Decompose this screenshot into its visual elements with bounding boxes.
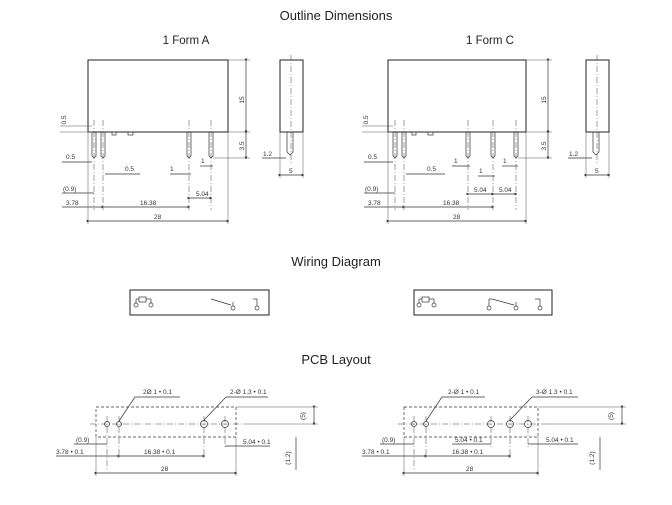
wiring-title: Wiring Diagram [291,254,381,269]
pcb-a-dim-3-78: 3.78 • 0.1 [56,449,84,456]
pcb-c-dim-3-78: 3.78 • 0.1 [362,449,390,456]
pcb-form-a: 2Ø 1 • 0.1 2-Ø 1.3 • 0.1 (0.9) 3.78 • 0.… [56,389,318,476]
form-c-dim-15: 15 [541,96,548,104]
form-c-dim-3-78: 3.78 [368,200,381,207]
form-c-label: 1 Form C [466,35,514,47]
pcb-a-dim-0-9: (0.9) [76,437,89,444]
pcb-a-dim-1-2: (1.2) [285,451,292,464]
form-c-dim-3-5: 3.5 [541,141,548,150]
form-a-front-view: 15 3.5 0.5 0.5 0.5 1 1 5.04 (0.9) 3.78 1… [60,58,250,224]
pcb-title: PCB Layout [301,352,371,367]
pcb-c-dim-16-38: 16.38 • 0.1 [452,449,484,456]
pcb-c-dim-5-04b: 5.04 • 0.1 [546,437,574,444]
pcb-a-hole-1: 2Ø 1 • 0.1 [143,389,172,396]
form-c-dim-16-38: 16.38 [443,200,460,207]
form-a-dim-3-78: 3.78 [66,200,79,207]
form-c-dim-1a: 1 [454,158,458,165]
form-a-side-dim-5: 5 [289,168,293,175]
wiring-form-c [413,289,553,316]
form-a-dim-1b: 1 [201,158,205,165]
form-c-dim-1c: 1 [503,158,507,165]
pcb-a-dim-28: 28 [161,466,169,473]
form-c-dim-1b: 1 [479,168,483,175]
pcb-form-c: 2-Ø 1 • 0.1 3-Ø 1.3 • 0.1 (0.9) 5.04 • 0… [362,389,626,476]
form-c-dim-0-5-left: 0.5 [368,154,377,161]
form-c-dim-0-5-mid: 0.5 [427,166,436,173]
form-a-dim-16-38: 16.38 [140,200,157,207]
pcb-c-hole-1: 2-Ø 1 • 0.1 [448,389,480,396]
form-c-dim-28: 28 [453,214,461,221]
form-a-dim-1a: 1 [170,166,174,173]
form-c-side-dim-5: 5 [595,168,599,175]
outline-title: Outline Dimensions [280,8,393,23]
pcb-c-dim-28: 28 [466,466,474,473]
form-a-dim-0-5-mid: 0.5 [125,166,134,173]
form-c-dim-5-04a: 5.04 [474,187,487,194]
form-a-dim-0-5-vert: 0.5 [61,115,68,124]
form-a-dim-0-5-left: 0.5 [66,154,75,161]
pcb-a-dim-5-04: 5.04 • 0.1 [243,439,271,446]
form-a-dim-5-04: 5.04 [196,191,209,198]
form-a-dim-15: 15 [239,96,246,104]
pcb-c-dim-0-9: (0.9) [382,437,395,444]
form-a-side-view: 1.2 5 [262,55,305,178]
pcb-c-dim-1-2: (1.2) [589,451,596,464]
pcb-a-dim-16-38: 16.38 • 0.1 [144,449,176,456]
form-c-dim-0-5-vert: 0.5 [363,115,370,124]
form-a-side-dim-1-2: 1.2 [263,151,272,158]
pcb-c-hole-2: 3-Ø 1.3 • 0.1 [536,389,573,396]
wiring-form-a [129,289,270,316]
form-c-side-view: 1.2 5 [568,55,611,178]
pcb-a-hole-2: 2-Ø 1.3 • 0.1 [230,389,267,396]
pcb-c-dim-5: (5) [608,412,615,420]
form-c-dim-0-9: (0.9) [365,186,378,193]
form-c-side-dim-1-2: 1.2 [569,151,578,158]
form-a-dim-3-5: 3.5 [239,141,246,150]
form-c-front-view: 15 3.5 0.5 0.5 0.5 1 1 1 5.04 5.04 (0.9)… [362,58,552,224]
form-a-dim-0-9: (0.9) [63,186,76,193]
form-a-label: 1 Form A [163,35,210,47]
form-a-dim-28: 28 [154,214,162,221]
form-c-dim-5-04b: 5.04 [499,187,512,194]
pcb-c-dim-5-04a: 5.04 • 0.1 [455,437,483,444]
pcb-a-dim-5: (5) [300,412,307,420]
